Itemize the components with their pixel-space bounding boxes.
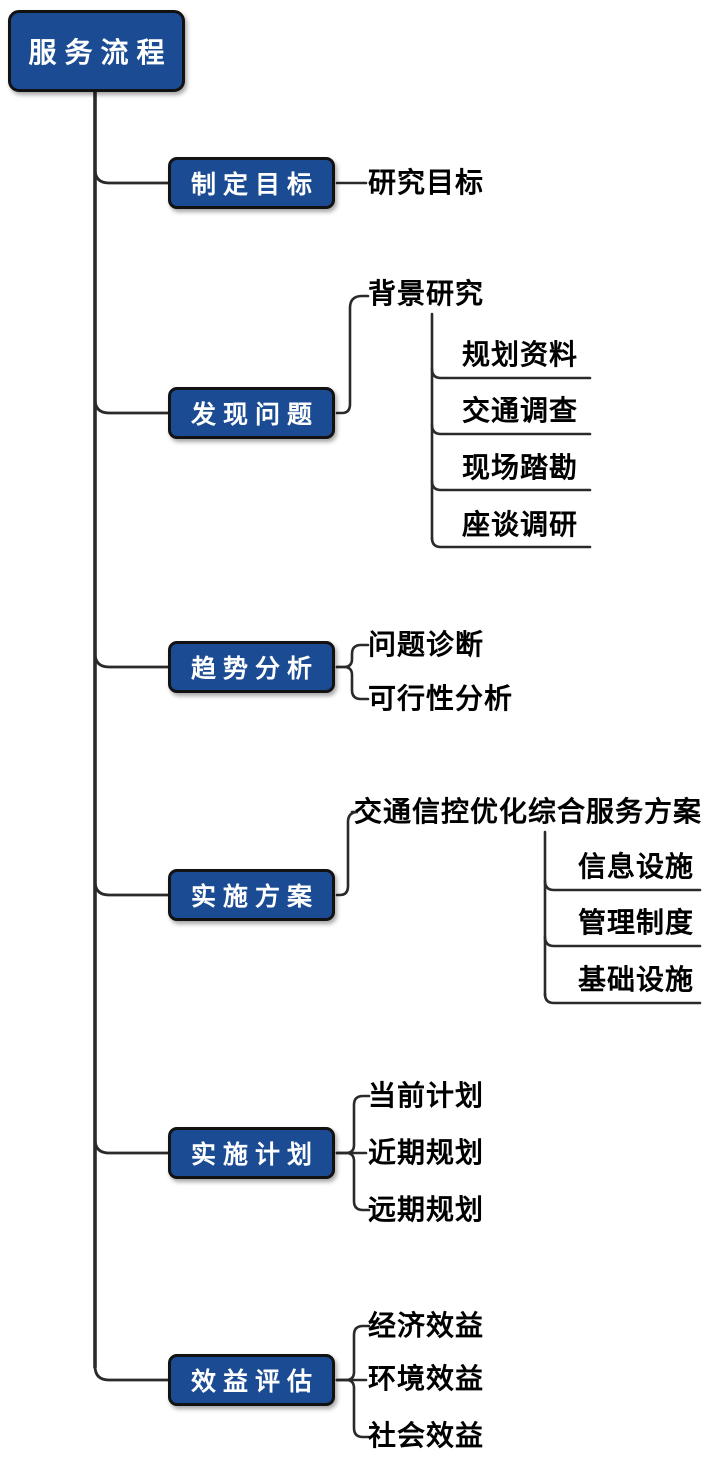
link-service-plan: [335, 810, 359, 897]
branch-elbow-6: [93, 1364, 172, 1382]
leaf-research-goal: 研究目标: [368, 167, 485, 198]
leaf-problem-diagnosis: 问题诊断: [368, 629, 485, 660]
leaf-basic-facilities: 基础设施: [578, 964, 695, 995]
underline-basic-facilities: [543, 992, 702, 1005]
leaf-current-plan: 当前计划: [368, 1080, 485, 1111]
root-node-service-process: 服务流程: [8, 10, 185, 92]
leaf-long-term-plan: 远期规划: [368, 1194, 485, 1225]
branch-node-implementation-plan: 实施方案: [168, 869, 335, 921]
leaf-management-system: 管理制度: [578, 907, 695, 938]
link-problem-diagnosis: [335, 643, 370, 669]
leaf-info-facilities: 信息设施: [578, 851, 695, 882]
leaf-economic-benefit: 经济效益: [368, 1310, 485, 1341]
branch-elbow-5: [93, 1137, 172, 1155]
leaf-traffic-signal-service-plan: 交通信控优化综合服务方案: [354, 796, 703, 827]
underline-discussion-research: [430, 536, 592, 549]
leaf-near-term-plan: 近期规划: [368, 1137, 485, 1168]
branch-node-trend-analysis: 趋势分析: [168, 641, 335, 693]
underline-management-system: [543, 935, 702, 948]
link-current-plan: [335, 1094, 371, 1155]
link-economic-benefit: [335, 1324, 371, 1382]
underline-info-facilities: [543, 879, 702, 892]
branch-elbow-2: [93, 397, 172, 415]
branch-elbow-3: [93, 651, 172, 669]
branch-node-find-problems: 发现问题: [168, 387, 335, 439]
leaf-background-research: 背景研究: [368, 278, 485, 309]
link-social-benefit: [335, 1378, 371, 1439]
branch-node-set-goals: 制定目标: [168, 157, 335, 209]
underline-traffic-survey: [430, 423, 592, 436]
leaf-traffic-survey: 交通调查: [462, 395, 579, 426]
leaf-feasibility-analysis: 可行性分析: [368, 683, 514, 714]
leaf-planning-data: 规划资料: [462, 339, 579, 370]
link-long-term-plan: [335, 1151, 371, 1212]
branch-elbow-1: [93, 167, 172, 185]
leaf-social-benefit: 社会效益: [368, 1420, 485, 1451]
leaf-discussion-research: 座谈调研: [462, 509, 579, 540]
leaf-environmental-benefit: 环境效益: [368, 1363, 485, 1394]
branch-node-implementation-schedule: 实施计划: [168, 1127, 335, 1179]
link-background-research: [335, 294, 370, 415]
underline-planning-data: [430, 367, 592, 380]
branch-elbow-4: [93, 879, 172, 897]
underline-site-survey: [430, 479, 592, 492]
link-feasibility-analysis: [335, 665, 370, 701]
branch-node-benefit-evaluation: 效益评估: [168, 1354, 335, 1406]
leaf-site-survey: 现场踏勘: [462, 452, 579, 483]
